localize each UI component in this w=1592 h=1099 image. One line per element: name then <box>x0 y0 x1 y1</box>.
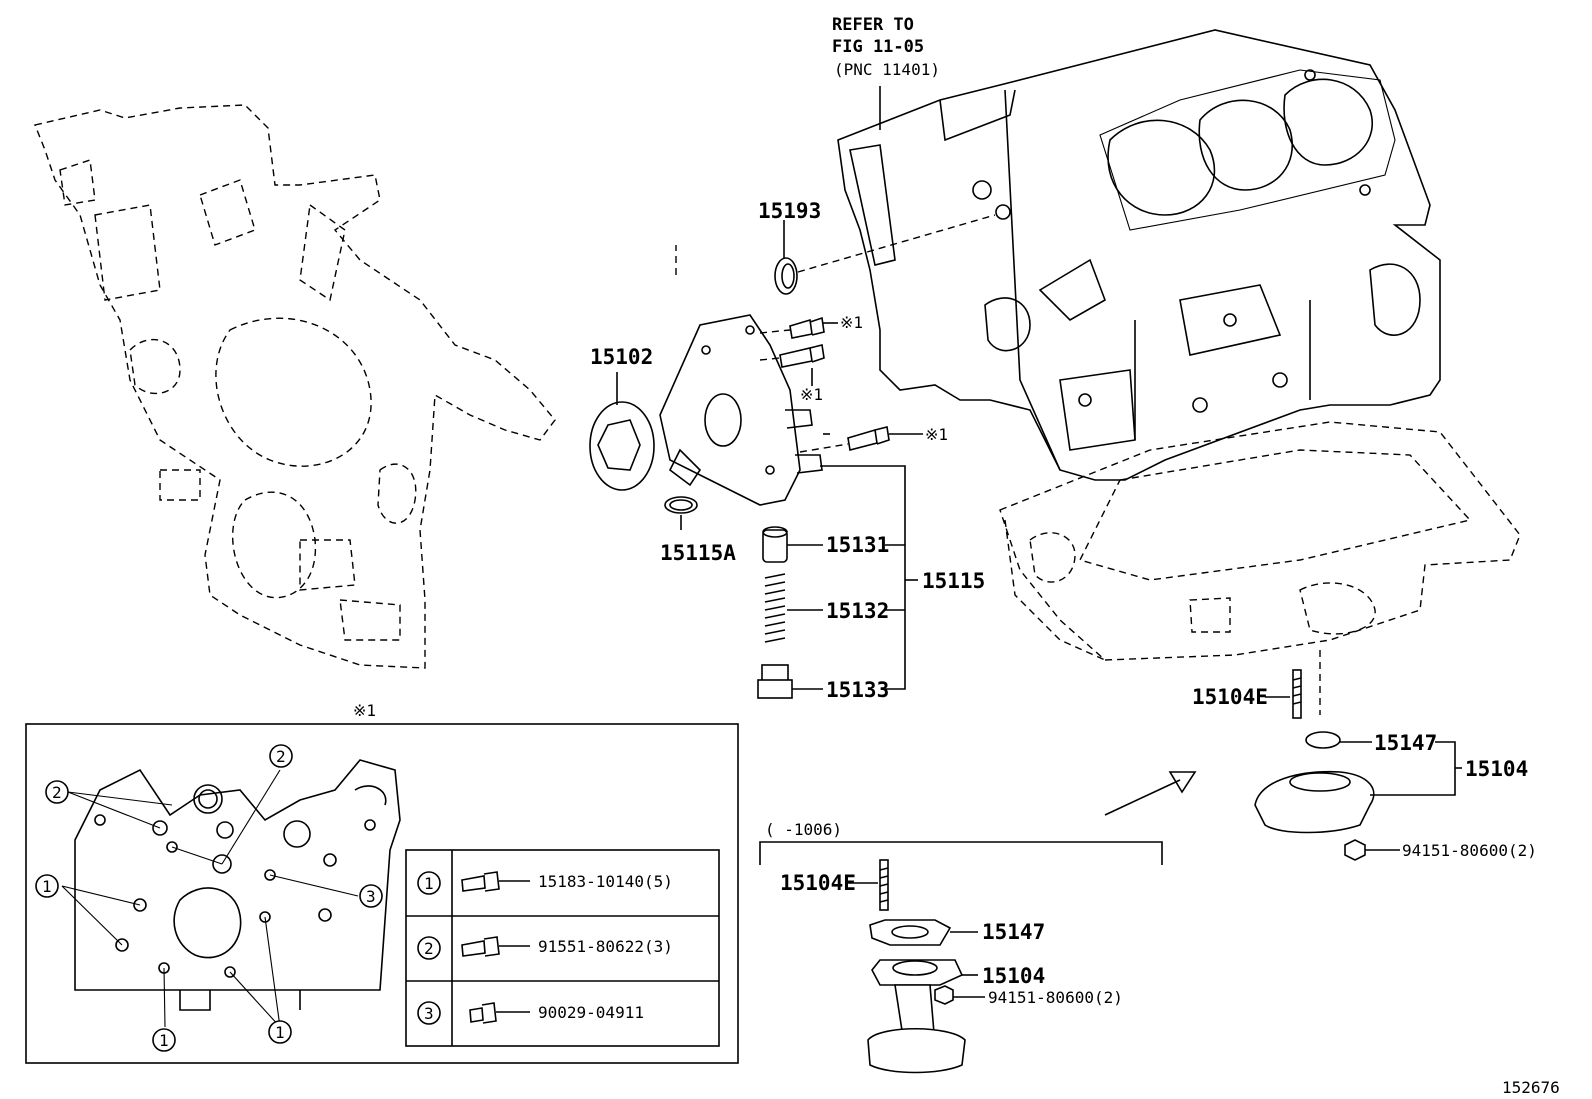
strainer-variant-drawing <box>867 859 966 1074</box>
cylinder-block-drawing <box>837 29 1441 481</box>
variant-bracket <box>759 841 1163 998</box>
bolt-part-1: 15183-10140(5) <box>538 872 673 891</box>
label-15115a: 15115A <box>660 541 736 565</box>
label-15104-variant: 15104 <box>982 964 1045 988</box>
strainer-main-drawing <box>1104 669 1375 861</box>
detail-marker-3: 1 <box>42 877 52 896</box>
timing-cover-drawing <box>34 104 556 669</box>
refer-line-3: (PNC 11401) <box>834 60 940 79</box>
detail-marker-4: 3 <box>366 887 376 906</box>
figure-number: 152676 <box>1502 1078 1560 1097</box>
leader-lines <box>616 86 1462 851</box>
label-15115: 15115 <box>922 569 985 593</box>
bolt-table <box>405 849 720 1047</box>
detail-marker-5: 1 <box>159 1031 169 1050</box>
bolt-num-3: 3 <box>424 1004 434 1023</box>
label-15132: 15132 <box>826 599 889 623</box>
bolt-num-1: 1 <box>424 874 434 893</box>
oil-pump-parts <box>589 214 996 699</box>
label-94151-variant: 94151-80600(2) <box>988 988 1123 1007</box>
bolt-num-2: 2 <box>424 939 434 958</box>
mark-a: ※1 <box>840 313 863 332</box>
oil-pan-drawing <box>999 421 1521 715</box>
refer-line-1: REFER TO <box>832 15 914 35</box>
mark-b: ※1 <box>800 385 823 404</box>
detail-marker-1: 2 <box>52 783 62 802</box>
label-15131: 15131 <box>826 533 889 557</box>
detail-inset <box>25 723 739 1064</box>
label-15104e-main: 15104E <box>1192 685 1268 709</box>
mark-c: ※1 <box>925 425 948 444</box>
variant-header: ( -1006) <box>765 820 842 839</box>
refer-line-2: FIG 11-05 <box>832 37 924 57</box>
label-15104e-variant: 15104E <box>780 871 856 895</box>
text-labels: REFER TO FIG 11-05 (PNC 11401) 15193 151… <box>42 15 1560 1097</box>
bolt-part-2: 91551-80622(3) <box>538 937 673 956</box>
label-15102: 15102 <box>590 345 653 369</box>
inset-title-mark: ※1 <box>353 701 376 720</box>
label-15193: 15193 <box>758 199 821 223</box>
detail-marker-6: 1 <box>275 1023 285 1042</box>
bolt-part-3: 90029-04911 <box>538 1003 644 1022</box>
label-15147-variant: 15147 <box>982 920 1045 944</box>
label-15104-main: 15104 <box>1465 757 1528 781</box>
label-15133: 15133 <box>826 678 889 702</box>
detail-marker-2: 2 <box>276 747 286 766</box>
label-94151-main: 94151-80600(2) <box>1402 841 1537 860</box>
label-15147-main: 15147 <box>1374 731 1437 755</box>
